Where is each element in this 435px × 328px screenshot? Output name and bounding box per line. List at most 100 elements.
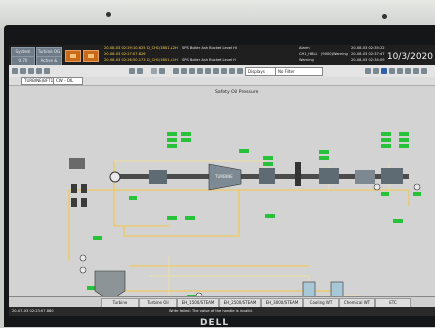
shaft-pump [109, 171, 121, 183]
indicator [265, 214, 275, 218]
status-row-time: 20-08-03 02:35:22 [351, 46, 385, 50]
indicator [181, 132, 191, 136]
alarm-row-tag[interactable]: D_CH1/1B01.L1H [147, 58, 178, 62]
sub-select[interactable]: CW - OIL [53, 77, 83, 85]
bearing-2 [259, 168, 275, 184]
pointer-icon[interactable] [129, 68, 135, 74]
scada-screen: System Turbine OG 0.70 Active & Alarm 20… [9, 45, 435, 316]
alarm-header: System Turbine OG 0.70 Active & Alarm 20… [9, 45, 435, 71]
list-icon[interactable] [36, 68, 42, 74]
filter-select[interactable]: No Filter [275, 67, 323, 76]
bearing-1 [149, 170, 167, 184]
diagram-title: Safety Oil Pressure [215, 90, 259, 95]
copy-icon[interactable] [181, 68, 187, 74]
status-row-label: Alarm [299, 46, 310, 50]
drain-line [149, 275, 310, 296]
alarm-ack-button[interactable] [65, 50, 81, 62]
alarm-row-time[interactable]: 20-08-03 02:26:50.173 [104, 58, 146, 62]
window-icon[interactable] [229, 68, 235, 74]
display-select[interactable]: Displays [245, 67, 277, 76]
indicator [399, 144, 409, 148]
alarm-row-time[interactable]: 20-08-03 02:27:07.826 [104, 52, 146, 56]
indicator [167, 144, 177, 148]
alarm-silence-button[interactable] [83, 50, 99, 62]
print-icon[interactable] [44, 68, 50, 74]
filter-2 [81, 184, 87, 193]
indicator [93, 236, 102, 240]
indicator [381, 132, 391, 136]
alarm-row-time[interactable]: 20-08-03 02:29:10.625 [104, 46, 146, 50]
indicator [381, 192, 389, 196]
wall-screw [382, 14, 387, 19]
zoom-icon[interactable] [137, 68, 143, 74]
forward-icon[interactable] [20, 68, 26, 74]
indicator [129, 196, 137, 200]
undo-icon[interactable] [197, 68, 203, 74]
mimic-drawing: TURBINE [68, 132, 421, 296]
indicator [181, 138, 191, 142]
filter-4 [81, 198, 87, 207]
generator [355, 170, 375, 184]
status-row-time: 20-08-03 02:34:09 [351, 58, 385, 62]
alarm-row-text[interactable]: SPS Boiler Ash Bucket Level Hi [182, 46, 237, 50]
status-row-code: (9000) [321, 52, 333, 56]
trend-icon[interactable] [221, 68, 227, 74]
status-row-state: Warning [333, 52, 348, 56]
indicator [185, 216, 195, 220]
rect-icon[interactable] [159, 68, 165, 74]
flag-icon[interactable] [389, 68, 395, 74]
turbine-casing [208, 163, 242, 191]
oil-tank-small [69, 158, 85, 169]
bell-icon[interactable] [405, 68, 411, 74]
exciter-bearing [381, 168, 403, 184]
current-date: 10/3/2020 [386, 52, 433, 62]
cooler-line [123, 190, 240, 237]
alarm-row-text[interactable]: SPS Boiler Ash Bucket Level H [182, 58, 236, 62]
turbine-label: TURBINE [214, 174, 233, 179]
home-icon[interactable] [28, 68, 34, 74]
status-message: Write failed: The value of the handle is… [169, 309, 253, 313]
bottom-navigation: Turbine Turbine Oil EH_1500/STEAM EH_250… [9, 296, 435, 308]
settings-icon[interactable] [365, 68, 371, 74]
status-row-label: CH1_HBLL [299, 52, 318, 56]
process-mimic: Safety Oil Pressure TURBINE [9, 86, 435, 296]
save-icon[interactable] [173, 68, 179, 74]
status-row-label: Warning [299, 58, 314, 62]
pump-discharge-line [113, 161, 169, 227]
generator-bearing [319, 168, 339, 184]
grid-icon[interactable] [151, 68, 157, 74]
monitor-logo: DELL [200, 318, 230, 328]
indicator [263, 156, 273, 160]
indicator [87, 286, 97, 290]
oil-cooler-1 [302, 281, 316, 296]
indicator [263, 162, 273, 166]
paste-icon[interactable] [189, 68, 195, 74]
redo-icon[interactable] [205, 68, 211, 74]
lock-icon[interactable] [397, 68, 403, 74]
status-clock: 20-07-03 02:23:07.880 [12, 309, 54, 313]
indicator [393, 219, 403, 223]
status-row-time: 20-08-03 02:37:47 [351, 52, 385, 56]
filter-1 [71, 184, 77, 193]
indicator [167, 138, 177, 142]
help-icon[interactable] [421, 68, 427, 74]
main-oil-tank [94, 270, 126, 296]
indicator [239, 149, 249, 153]
edit-icon[interactable] [213, 68, 219, 74]
status-bar: 20-07-03 02:23:07.880 Write failed: The … [9, 307, 435, 316]
lube-pump-1 [195, 292, 203, 296]
tile-icon[interactable] [237, 68, 243, 74]
indicator [381, 144, 391, 148]
indicator [413, 192, 421, 196]
aux-pump-1 [79, 254, 87, 262]
star-icon[interactable] [381, 68, 387, 74]
indicator [319, 156, 329, 160]
path-select[interactable]: TURBINE(BFT1) [21, 77, 55, 85]
wall-screw [106, 12, 111, 17]
back-icon[interactable] [12, 68, 18, 74]
aux-pump-2 [79, 266, 87, 274]
refresh-icon[interactable] [413, 68, 419, 74]
indicator [381, 138, 391, 142]
alarm-row-tag[interactable]: D_CH1/1B01.L2H [147, 46, 178, 50]
info-icon[interactable] [373, 68, 379, 74]
